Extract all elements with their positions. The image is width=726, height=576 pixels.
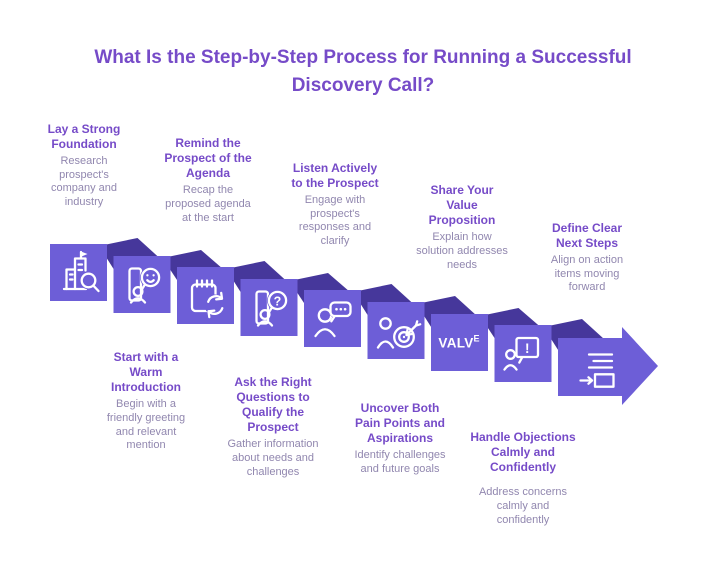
step-6-label: Uncover Both Pain Points and Aspirations…	[351, 401, 449, 477]
building-search-icon	[62, 250, 100, 293]
friendly-greeting-icon	[128, 267, 161, 304]
step-3-panel	[177, 267, 234, 324]
question-glyph: ?	[274, 294, 282, 308]
step-description: Recap the proposed agenda at the start	[165, 184, 251, 224]
step-7-label: Share Your Value Proposition Explain how…	[412, 183, 512, 272]
step-1-panel	[50, 244, 107, 301]
step-title: Remind the Prospect of the Agenda	[164, 136, 252, 181]
step-description: Align on action items moving forward	[550, 254, 624, 294]
exclamation-bubble-icon: !	[503, 336, 540, 371]
step-description: Research prospect's company and industry	[50, 155, 118, 209]
target-goals-icon	[376, 317, 422, 349]
step-title: Uncover Both Pain Points and Aspirations	[354, 401, 445, 446]
step-title: Listen Actively to the Prospect	[291, 161, 379, 191]
step-description: Identify challenges and future goals	[354, 449, 446, 475]
step-5-label: Listen Actively to the Prospect Engage w…	[286, 161, 384, 249]
value-wordmark-icon: VALV E	[438, 334, 479, 351]
step-description: Gather information about needs and chall…	[227, 438, 319, 478]
step-description: Engage with prospect's responses and cla…	[298, 194, 372, 248]
step-title: Lay a Strong Foundation	[47, 122, 121, 152]
step-4-label: Ask the Right Questions to Qualify the P…	[223, 375, 323, 479]
step-title: Share Your Value Proposition	[428, 183, 496, 228]
exclamation-glyph: !	[525, 341, 530, 356]
step-title: Start with a Warm Introduction	[111, 350, 181, 395]
ribbon-panels	[50, 244, 658, 405]
step-description: Begin with a friendly greeting and relev…	[106, 398, 186, 452]
step-1-label: Lay a Strong Foundation Research prospec…	[40, 122, 128, 210]
step-3-label: Remind the Prospect of the Agenda Recap …	[161, 136, 255, 225]
next-steps-list-icon	[579, 353, 615, 388]
value-text-sup: E	[474, 334, 480, 344]
listening-chat-icon	[314, 301, 352, 338]
forward-arrow	[558, 327, 658, 405]
value-text: VALV	[438, 336, 473, 351]
step-description: Address concerns calmly and confidently	[478, 486, 568, 526]
step-2-label: Start with a Warm Introduction Begin wit…	[104, 350, 188, 453]
step-8-label: Handle Objections Calmly and Confidently…	[464, 430, 582, 527]
step-title: Define Clear Next Steps	[551, 221, 623, 251]
question-bubble-icon: ?	[255, 290, 288, 327]
step-7-panel	[431, 314, 488, 371]
step-9-label: Define Clear Next Steps Align on action …	[545, 221, 629, 295]
step-description: Explain how solution addresses needs	[416, 231, 508, 271]
step-title: Ask the Right Questions to Qualify the P…	[234, 375, 312, 435]
page-title: What Is the Step-by-Step Process for Run…	[94, 47, 632, 96]
step-title: Handle Objections Calmly and Confidently	[470, 430, 576, 475]
agenda-refresh-icon	[190, 279, 226, 319]
